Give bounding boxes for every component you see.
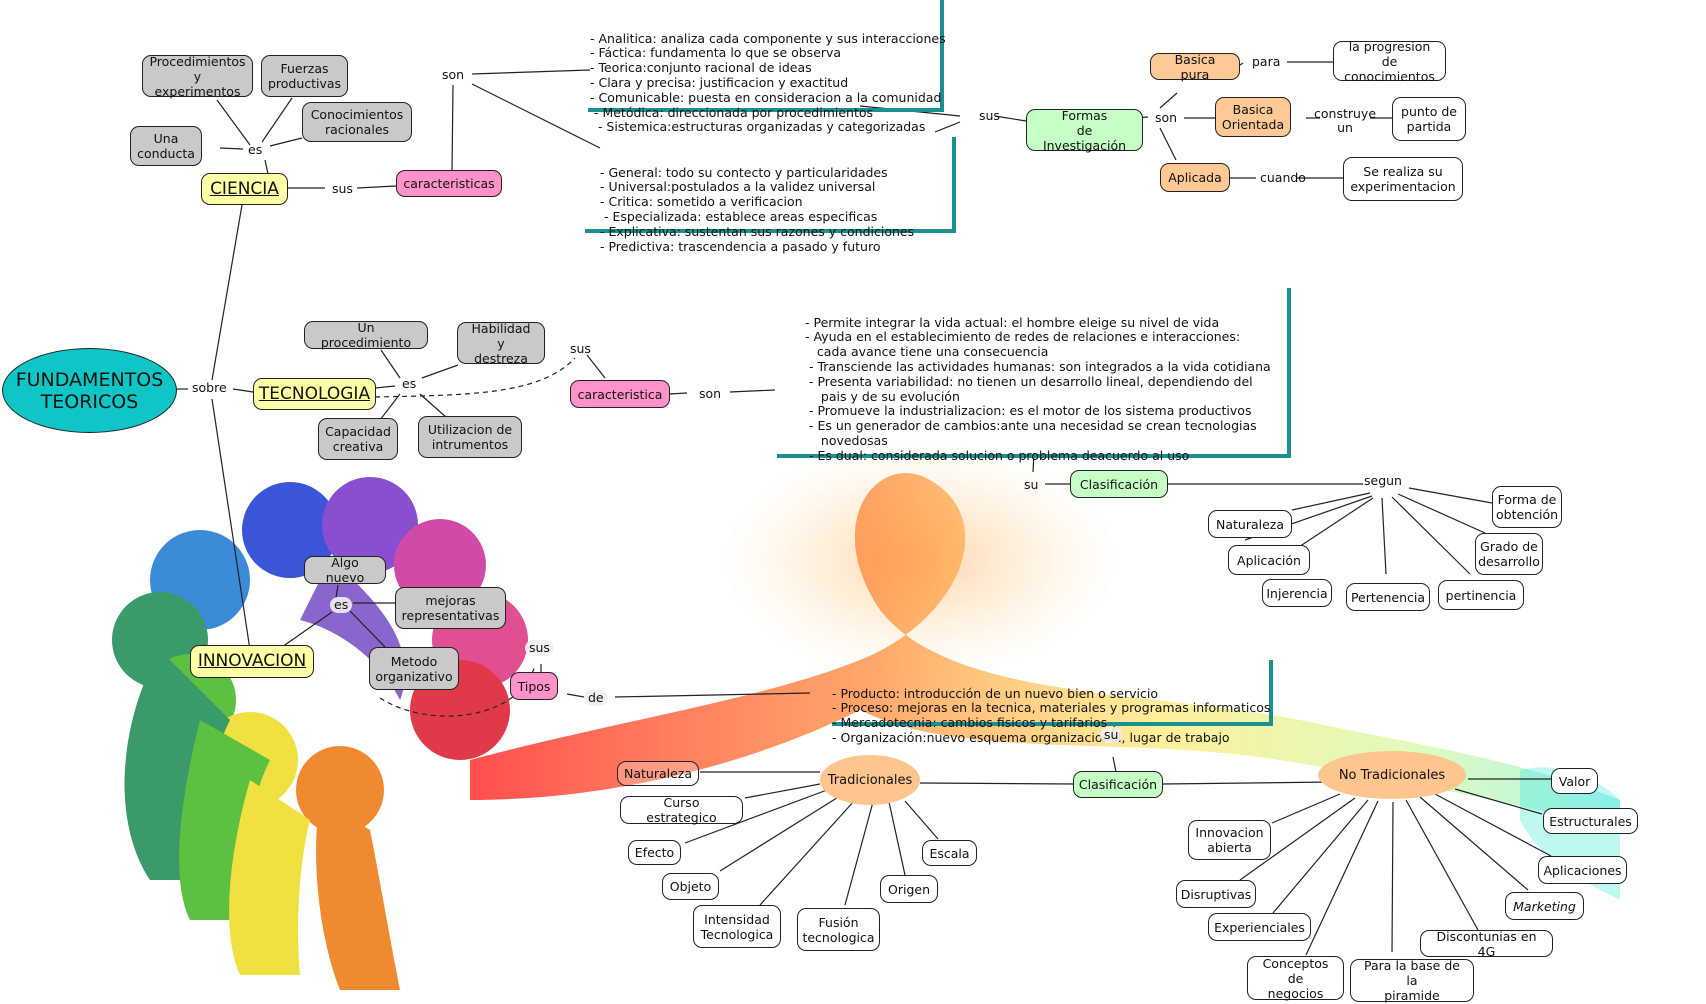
concept-valor[interactable]: Valor — [1551, 768, 1598, 794]
link-su-tecnologia: su — [1024, 477, 1039, 492]
link-de: de — [584, 690, 608, 706]
figures-ring — [112, 477, 528, 990]
concept-caracteristicas[interactable]: caracteristicas — [396, 170, 502, 197]
concept-tecnologia[interactable]: TECNOLOGIA — [253, 378, 376, 410]
link-segun: segun — [1364, 473, 1402, 488]
link-para: para — [1252, 54, 1281, 69]
concept-estructurales[interactable]: Estructurales — [1543, 808, 1638, 834]
concept-tradicionales[interactable]: Tradicionales — [820, 755, 920, 805]
concept-ciencia[interactable]: CIENCIA — [201, 173, 288, 205]
concept-pertinencia[interactable]: pertinencia — [1438, 580, 1524, 610]
concept-curso-estrategico[interactable]: Curso estrategico — [620, 795, 743, 825]
concept-realiza-experimentacion[interactable]: Se realiza su experimentacion — [1343, 157, 1463, 201]
concept-una-conducta[interactable]: Una conducta — [130, 126, 202, 166]
link-sus-formas: sus — [979, 108, 1000, 123]
concept-base-piramide[interactable]: Para la base de la piramide — [1350, 958, 1474, 1003]
link-construye-un: construye un — [1314, 106, 1377, 135]
tecnologia-list-frame — [777, 288, 1291, 458]
concept-discontunias-4g[interactable]: Discontunias en 4G — [1420, 929, 1553, 959]
concept-experienciales[interactable]: Experienciales — [1208, 913, 1311, 941]
concept-basica-orientada[interactable]: Basica Orientada — [1215, 97, 1291, 137]
concept-escala[interactable]: Escala — [922, 840, 977, 866]
ciencia-list-a-frame — [588, 0, 944, 112]
link-son: son — [442, 67, 465, 82]
concept-conceptos-negocios[interactable]: Conceptos de negocios — [1247, 956, 1344, 1001]
concept-caracteristica[interactable]: caracteristica — [570, 380, 670, 408]
innovacion-tipos-list: - Producto: introducción de un nuevo bie… — [832, 685, 1271, 745]
concept-conocimientos-racionales[interactable]: Conocimientos racionales — [302, 102, 412, 142]
concept-aplicaciones[interactable]: Aplicaciones — [1538, 856, 1627, 884]
concept-procedimientos[interactable]: Procedimientos y experimentos — [142, 54, 253, 99]
concept-injerencia[interactable]: Injerencia — [1262, 579, 1332, 607]
link-sus: sus — [332, 181, 353, 196]
concept-capacidad-creativa[interactable]: Capacidad creativa — [318, 418, 398, 460]
concept-innovacion-abierta[interactable]: Innovacion abierta — [1188, 820, 1271, 860]
link-sobre: sobre — [192, 380, 227, 395]
link-sus-innovacion: sus — [525, 640, 554, 656]
link-son-tecnologia: son — [699, 386, 722, 401]
ciencia-list-b: - General: todo su contecto y particular… — [600, 164, 915, 254]
tecnologia-list: - Permite integrar la vida actual: el ho… — [805, 314, 1271, 463]
concept-fuerzas-productivas[interactable]: Fuerzas productivas — [261, 55, 348, 97]
concept-fusion-tecnologica[interactable]: Fusión tecnologica — [797, 908, 880, 951]
concept-un-procedimiento[interactable]: Un procedimiento — [304, 320, 428, 350]
link-es-innovacion: es — [330, 597, 353, 613]
concept-algo-nuevo[interactable]: Algo nuevo — [304, 555, 386, 585]
concept-habilidad-destreza[interactable]: Habilidad y destreza — [457, 321, 545, 366]
link-son-formas: son — [1155, 110, 1178, 125]
concept-mejoras-representativas[interactable]: mejoras representativas — [395, 587, 506, 629]
concept-metodo-organizativo[interactable]: Metodo organizativo — [369, 647, 459, 690]
concept-tipos[interactable]: Tipos — [510, 672, 558, 700]
concept-origen[interactable]: Origen — [880, 875, 938, 903]
concept-aplicada[interactable]: Aplicada — [1160, 163, 1230, 192]
concept-aplicacion[interactable]: Aplicación — [1228, 545, 1310, 575]
concept-no-tradicionales[interactable]: No Tradicionales — [1318, 751, 1466, 799]
link-su-innovacion: su — [1100, 727, 1123, 743]
concept-naturaleza-tec[interactable]: Naturaleza — [1208, 510, 1292, 538]
concept-clasificacion-innovacion[interactable]: Clasificación — [1073, 771, 1163, 798]
link-cuando: cuando — [1260, 170, 1306, 185]
concept-intensidad-tecnologica[interactable]: Intensidad Tecnologica — [693, 905, 781, 948]
concept-utilizacion-instrumentos[interactable]: Utilizacion de intrumentos — [418, 416, 522, 458]
concept-marketing[interactable]: Marketing — [1505, 892, 1584, 920]
concept-formas-investigacion[interactable]: Formas de Investigación — [1026, 108, 1143, 153]
concept-progresion-conocimientos[interactable]: la progresion de conocimientos — [1333, 39, 1446, 84]
concept-clasificacion-tecnologia[interactable]: Clasificación — [1070, 470, 1168, 498]
link-sus-tecnologia: sus — [570, 341, 591, 356]
innovacion-tipos-frame — [832, 660, 1273, 726]
link-es: es — [248, 142, 263, 157]
concept-innovacion[interactable]: INNOVACION — [190, 645, 314, 678]
concept-punto-de-partida[interactable]: punto de partida — [1392, 97, 1466, 141]
link-es-tecnologia: es — [402, 376, 417, 391]
concept-efecto[interactable]: Efecto — [628, 840, 681, 865]
concept-objeto[interactable]: Objeto — [662, 873, 719, 900]
ciencia-list-a: - Analitica: analiza cada componente y s… — [590, 30, 946, 135]
concept-basica-pura[interactable]: Basica pura — [1150, 52, 1240, 82]
concept-disruptivas[interactable]: Disruptivas — [1176, 880, 1256, 908]
ciencia-list-b-frame — [585, 137, 956, 233]
concept-pertenencia[interactable]: Pertenencia — [1346, 583, 1430, 611]
concept-grado-desarrollo[interactable]: Grado de desarrollo — [1475, 533, 1543, 575]
concept-naturaleza-inn[interactable]: Naturaleza — [617, 761, 699, 786]
root-concept-fundamentos-teoricos[interactable]: FUNDAMENTOS TEORICOS — [2, 348, 177, 433]
concept-forma-obtencion[interactable]: Forma de obtención — [1492, 486, 1562, 528]
